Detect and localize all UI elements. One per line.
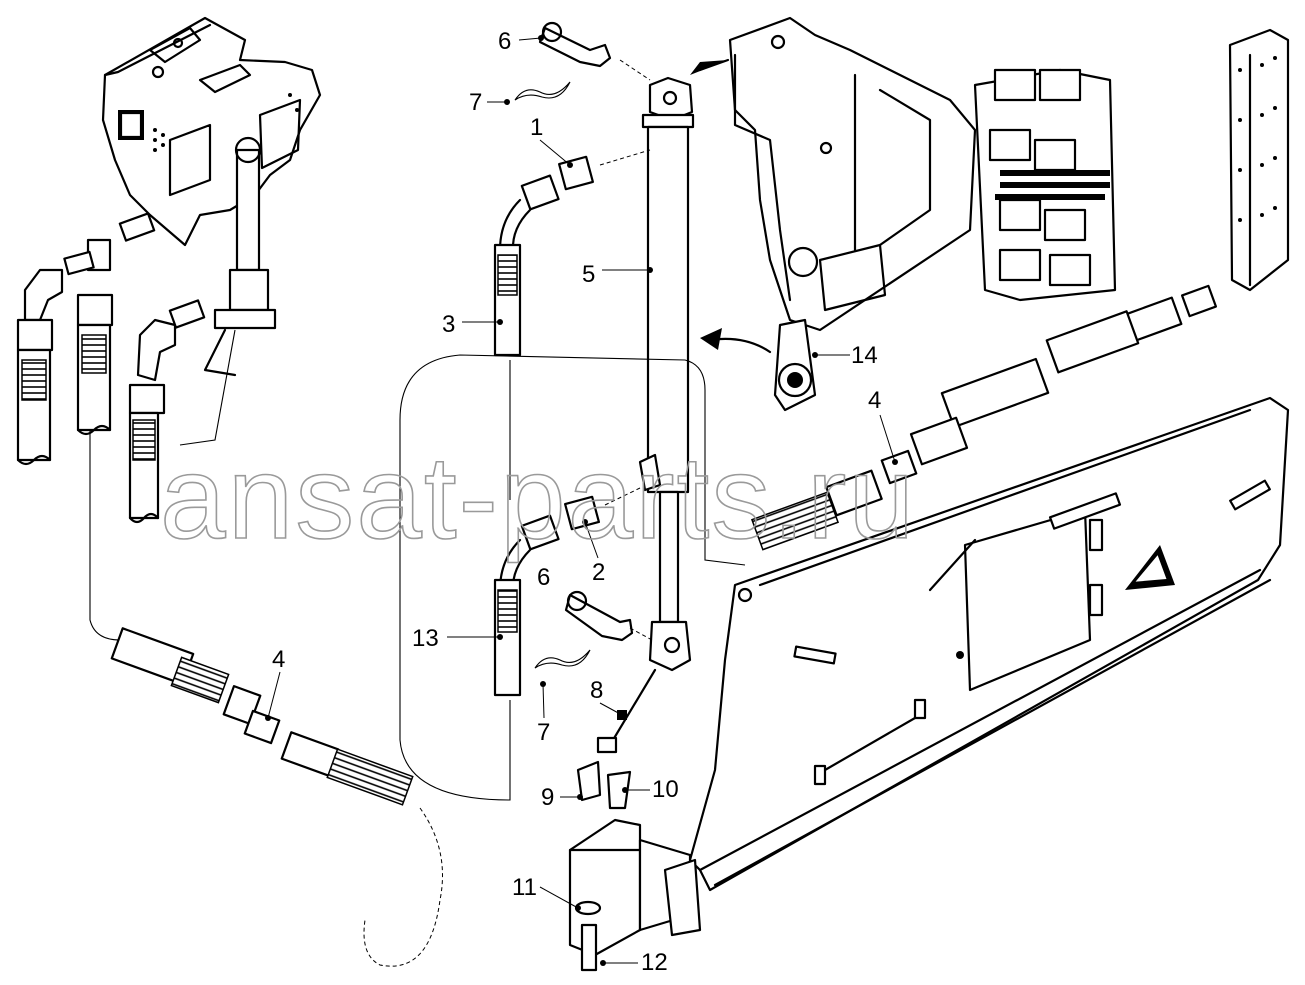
clevis-9 bbox=[576, 760, 602, 802]
callout-number: 13 bbox=[412, 625, 439, 652]
callout-number: 8 bbox=[590, 677, 603, 704]
callout-number: 3 bbox=[442, 311, 455, 338]
callout-4-right: 4 bbox=[868, 387, 898, 465]
callout-7-lower: 7 bbox=[537, 681, 550, 746]
callout-number: 9 bbox=[541, 784, 554, 811]
arrow-curved bbox=[700, 328, 772, 354]
right-pressure-hose bbox=[750, 284, 1218, 551]
callout-9: 9 bbox=[541, 784, 583, 811]
elbow-fitting-cylinder bbox=[638, 453, 662, 492]
right-upper-bracket bbox=[728, 16, 977, 332]
callout-number: 1 bbox=[530, 114, 543, 141]
arrow-upper-shaft bbox=[698, 58, 730, 72]
callout-10: 10 bbox=[622, 776, 679, 803]
callout-14: 14 bbox=[812, 342, 878, 369]
clevis-pin-lower bbox=[564, 590, 634, 642]
callout-labels: 6 7 1 5 3 14 4 2 bbox=[265, 28, 898, 976]
callout-number: 7 bbox=[469, 89, 482, 116]
callout-number: 14 bbox=[851, 342, 878, 369]
fitting-1 bbox=[558, 155, 594, 191]
callout-number: 12 bbox=[641, 949, 668, 976]
left-actuator-cylinder bbox=[179, 136, 277, 446]
control-valve-block bbox=[973, 68, 1117, 302]
linkage-rod bbox=[596, 668, 657, 754]
bushing-14 bbox=[773, 318, 817, 412]
callout-6-upper: 6 bbox=[498, 28, 544, 55]
callout-number: 6 bbox=[498, 28, 511, 55]
hose-3 bbox=[493, 174, 560, 357]
callout-number: 6 bbox=[537, 564, 550, 591]
callout-number: 4 bbox=[868, 387, 881, 414]
left-mount-bracket bbox=[101, 16, 322, 247]
watermark-text: ansat-parts.ru bbox=[160, 432, 916, 564]
clevis-pin-upper bbox=[538, 21, 612, 68]
callout-13: 13 bbox=[412, 625, 503, 652]
left-hose-assemblies bbox=[16, 212, 206, 524]
callout-number: 5 bbox=[582, 261, 595, 288]
callout-1: 1 bbox=[530, 114, 573, 168]
pin-10 bbox=[606, 770, 632, 810]
side-frame-panel bbox=[663, 396, 1290, 937]
callout-11: 11 bbox=[512, 874, 581, 911]
callout-number: 10 bbox=[652, 776, 679, 803]
callout-number: 4 bbox=[272, 646, 285, 673]
callout-7-upper: 7 bbox=[469, 89, 510, 116]
callout-number: 7 bbox=[537, 719, 550, 746]
spring-clip-upper bbox=[514, 81, 571, 101]
callout-4-left: 4 bbox=[265, 646, 285, 721]
routing-lines bbox=[89, 59, 746, 967]
main-hydraulic-cylinder bbox=[641, 76, 695, 672]
callout-number: 11 bbox=[512, 874, 537, 901]
lower-left-hose bbox=[110, 627, 414, 806]
fitting-2 bbox=[564, 495, 600, 531]
callout-2: 2 bbox=[582, 519, 605, 586]
callout-5: 5 bbox=[582, 261, 653, 288]
callout-12: 12 bbox=[600, 949, 668, 976]
callout-3: 3 bbox=[442, 311, 503, 338]
callout-6-lower: 6 bbox=[537, 564, 550, 591]
spring-clip-lower bbox=[534, 649, 591, 669]
callout-number: 2 bbox=[592, 559, 605, 586]
manifold-bar bbox=[1228, 28, 1290, 292]
callout-8: 8 bbox=[590, 677, 625, 718]
